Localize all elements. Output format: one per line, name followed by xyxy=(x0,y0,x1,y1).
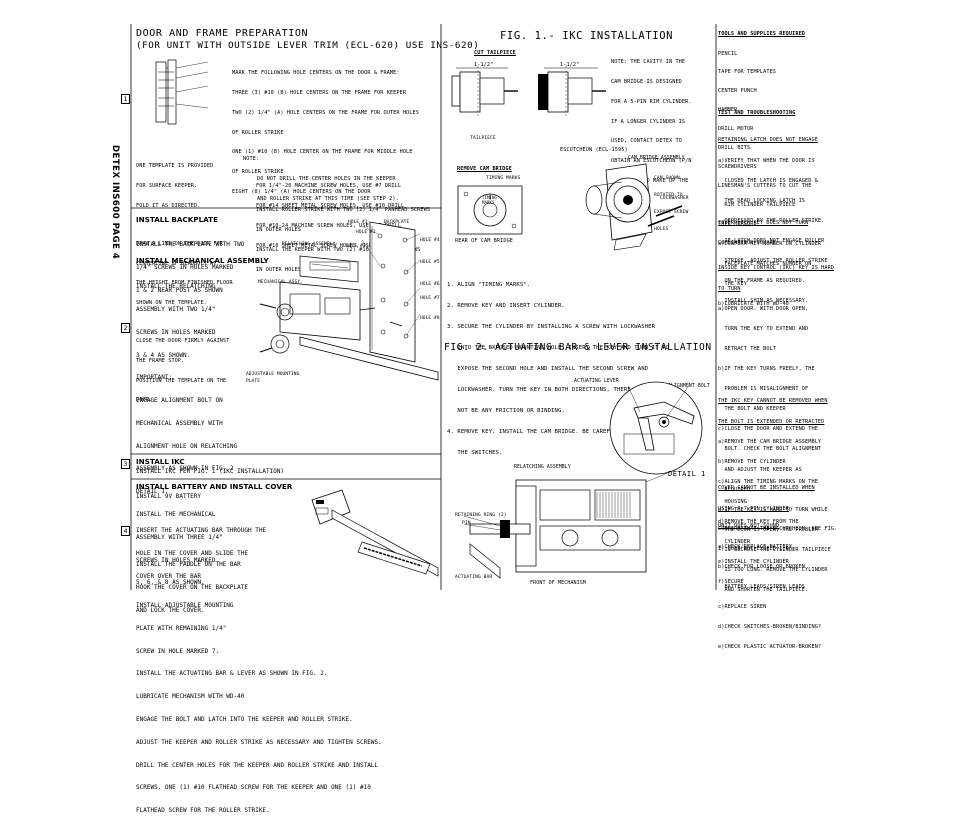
fig1-lockwasher-label: LOCKWASHER xyxy=(660,196,689,201)
fig2-detail-drawing xyxy=(609,381,703,475)
fig1-timing-marks: TIMING MARKS xyxy=(486,176,521,181)
troubleshooting-section-2: COVER LOCK KEY DOES NOT TURN a)CONFIRM K… xyxy=(718,220,822,307)
list-item: LINESMAN'S CUTTERS TO CUT THE xyxy=(718,182,812,189)
mechanical-assembly-drawing xyxy=(259,221,439,381)
fig2-mechanism-drawing xyxy=(463,471,671,579)
fig1-cam-bridge-assembly: CAM BRIDGE ASSEMBLY xyxy=(628,156,685,161)
list-item: DRILL MOTOR xyxy=(718,126,754,133)
backplate-instructions: INSTALL THE BACKPLATE WITH TWO 1/4" SCRE… xyxy=(136,241,245,294)
tools-list: PENCIL TAPE FOR TEMPLATES CENTER PUNCH H… xyxy=(718,38,811,252)
troubleshooting-section-3: INSIDE KEY CONTROL (IKC) KEY IS HARD TO … xyxy=(718,265,835,594)
fig2-detail-label: DETAIL 1 xyxy=(668,470,706,478)
battery-instruction-2: INSERT THE ACTUATING BAR THROUGH THE HOL… xyxy=(136,527,267,580)
troubleshooting-title: TEST AND TROUBLESHOOTING xyxy=(718,110,796,116)
ikc-step-title: INSTALL IKC xyxy=(136,457,185,466)
cover-and-paddle-drawing xyxy=(311,489,439,577)
label-hole-2: HOLE #2 xyxy=(356,230,376,235)
troubleshooting-section-4: THE IKC KEY CANNOT BE REMOVED WHEN THE B… xyxy=(718,398,828,586)
fig1-remove-cam-bridge: REMOVE CAM BRIDGE xyxy=(457,166,512,172)
label-mechanical-assy: MECHANICAL ASSY. xyxy=(258,280,303,285)
backplate-title: INSTALL BACKPLATE xyxy=(136,215,218,224)
step-number-1: 1 xyxy=(121,94,130,104)
fig2-actuating-lever-label: ACTUATING LEVER xyxy=(574,379,619,384)
label-adjustable-plate: ADJUSTABLE MOUNTING PLATE xyxy=(246,372,300,384)
door-frame-subtitle: (FOR UNIT WITH OUTSIDE LEVER TRIM (ECL-6… xyxy=(136,40,480,51)
fig1-rear-of-cam-bridge: REAR OF CAM BRIDGE xyxy=(455,238,514,244)
troubleshooting-section-6: UNIT DOES NOT SOUND a)CHECK/REPLACE BATT… xyxy=(718,523,822,651)
list-item: COMBINATION SQUARE xyxy=(718,239,777,246)
door-frame-note: NOTE: DO NOT DRILL THE CENTER HOLES IN T… xyxy=(243,156,399,202)
label-relatching-assembly: RELATCHING ASSEMBLY xyxy=(282,242,336,247)
page-frame xyxy=(130,24,717,590)
door-frame-mark-instructions: MARK THE FOLLOWING HOLE CENTERS ON THE D… xyxy=(232,70,419,195)
fig2-alignment-bolt-label: ALIGNMENT BOLT xyxy=(668,384,710,389)
troubleshooting-section-1: RETAINING LATCH DOES NOT ENGAGE a)VERIFY… xyxy=(718,137,828,305)
list-item: SCREWDRIVERS xyxy=(718,163,757,170)
step-number-3: 3 xyxy=(121,459,130,469)
label-hole-3: HOLE #3 xyxy=(346,244,366,249)
battery-instruction-1: INSTALL 9V BATTERY xyxy=(136,493,202,500)
list-item: PENCIL xyxy=(718,50,738,57)
list-item: TAPE FOR TEMPLATES xyxy=(718,69,777,76)
fig2-retaining-ring-label: RETAINING RING (2) xyxy=(455,513,507,518)
step-number-4: 4 xyxy=(121,526,130,536)
fig1-tailpiece-label: TAILPIECE xyxy=(470,136,496,141)
fig1-timing-marks-2: TIMING MARKS xyxy=(482,195,498,205)
fig2-actuating-bar-label: ACTUATING BAR xyxy=(455,575,493,580)
tools-title: TOOLS AND SUPPLIES REQUIRED xyxy=(718,31,806,37)
fig1-cam-bridge-assembly-drawing xyxy=(585,163,683,251)
mechanical-title: INSTALL MECHANICAL ASSEMBLY xyxy=(136,256,269,265)
label-hole-8: HOLE #8 xyxy=(420,316,440,321)
list-item: DRILL BITS xyxy=(718,145,751,152)
door-frame-title: DOOR AND FRAME PREPARATION xyxy=(136,28,309,39)
battery-title: INSTALL BATTERY AND INSTALL COVER xyxy=(136,482,293,491)
battery-instruction-3: INSTALL THE PADDLE ON THE BAR HOOK THE C… xyxy=(136,561,248,614)
fig1-cam-shown: CAM SHOWN ROTATED TO EXPOSE SCREW HOLES xyxy=(654,176,689,232)
fig1-cam-bridge-rear-drawing xyxy=(457,185,523,235)
list-item: RIM CYLINDER TAILPIECE xyxy=(718,201,796,208)
step-number-2: 2 xyxy=(121,323,130,333)
fig1-dim-1: 1-1/2" xyxy=(474,62,494,68)
label-hole-4: HOLE #4 xyxy=(420,238,440,243)
list-item: TAPE MEASURE xyxy=(718,220,757,227)
label-backplate: BACKPLATE xyxy=(384,220,410,225)
fig1-dim-2: 1-1/2" xyxy=(560,62,580,68)
ikc-step-instruction: INSTALL IKC PER FIG. 1 (IKC INSTALLATION… xyxy=(136,468,285,475)
door-frame-template-drawing xyxy=(155,59,209,125)
list-item: CENTER PUNCH xyxy=(718,88,757,95)
fig2-front-of-mechanism: FRONT OF MECHANISM xyxy=(530,580,586,586)
fig1-title: FIG. 1.- IKC INSTALLATION xyxy=(500,30,674,42)
label-hole-6: HOLE #6 xyxy=(420,282,440,287)
fig2-pin-label: PIN xyxy=(462,521,471,526)
label-hole-5: HOLE #5 xyxy=(420,260,440,265)
label-hole-7: HOLE #7 xyxy=(420,296,440,301)
troubleshooting-section-5: COVER CANNOT BE INSTALLED WHEN USING A 7… xyxy=(718,485,838,552)
label-hole-1: HOLE #1 xyxy=(348,220,368,225)
fig1-cut-tailpiece: CUT TAILPIECE xyxy=(474,50,516,56)
fig2-title: FIG. 2.-ACTUATING BAR & LEVER INSTALLATI… xyxy=(444,342,712,353)
fig2-relatching-label: RELATCHING ASSEMBLY xyxy=(514,465,571,470)
fig1-escutcheon-label: ESCUTCHEON (ECL-1595) xyxy=(560,147,628,153)
list-item: HAMMER xyxy=(718,107,738,114)
fig1-cylinder-drawing xyxy=(451,66,606,118)
door-frame-left-notes: ONE TEMPLATE IS PROVIDED FOR SURFACE KEE… xyxy=(136,163,233,404)
